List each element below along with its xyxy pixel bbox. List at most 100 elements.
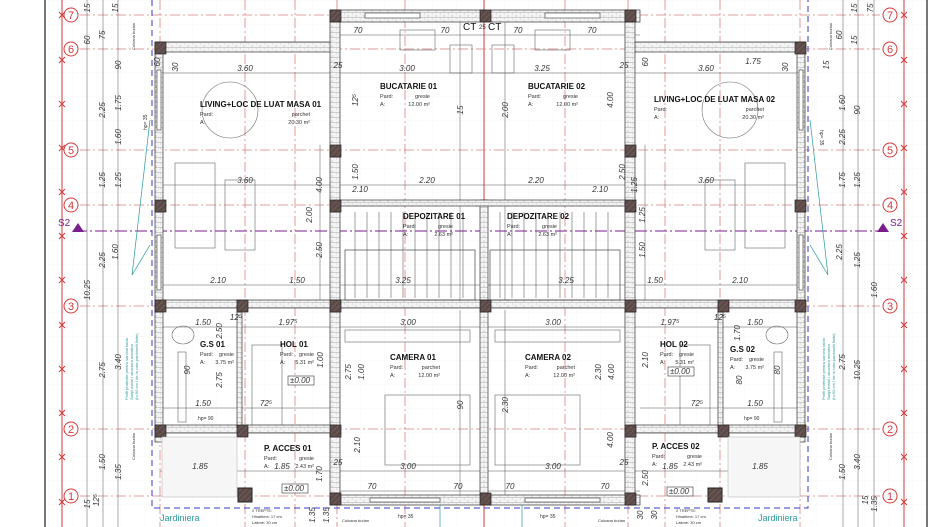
dimension-label: 1.25 [853, 252, 862, 268]
dimension-label: 1.70 [733, 325, 742, 341]
axis-x-mark [58, 56, 66, 64]
axis-x-mark [58, 409, 66, 417]
axis-marker-6: 6 [882, 41, 898, 57]
dimension-label: 1.85 [192, 462, 208, 471]
dimension-label: 72⁵ [260, 399, 273, 408]
dimension-label: 1.35 [308, 507, 317, 523]
planters [161, 436, 801, 498]
dimension-label: 12⁵ [230, 313, 243, 322]
dimension-label: 12⁵ [351, 93, 360, 106]
room-label: LIVING+LOC DE LUAT MASA 01Pard:parchetA:… [200, 100, 322, 126]
downpipe-note: Coloana burlan [828, 433, 833, 460]
room-name: G.S 01 [200, 340, 225, 349]
stairs-riser-note: Hinaltime: 17 cm [252, 514, 282, 519]
axis-marker-5: 5 [882, 142, 898, 158]
room-name: BUCATARIE 02 [528, 82, 586, 91]
dimension-label: 3.00 [400, 462, 416, 471]
dimension-label: 72⁵ [691, 399, 704, 408]
room-area: 5.31 m² [295, 360, 314, 366]
axis-x-mark [900, 409, 908, 417]
column [479, 299, 492, 313]
dimension-label: 70 [368, 482, 377, 491]
floor-label: Pard: [660, 352, 674, 358]
axis-x-mark [58, 276, 66, 284]
axis-x-mark [900, 11, 908, 19]
dimension-label: 1.70 [315, 466, 324, 482]
axis-number: 2 [887, 424, 893, 436]
column [154, 299, 167, 313]
dimension-label: 3.25 [558, 276, 574, 285]
area-label: A: [528, 102, 534, 108]
dimension-label: 1.50 [747, 399, 763, 408]
dimension-label: 90 [853, 105, 862, 114]
area-label: A: [390, 373, 396, 379]
dimension-label: 1.60 [114, 129, 123, 145]
dimension-label: 1.50 [638, 242, 647, 258]
axis-x-mark [58, 188, 66, 196]
axis-circle [63, 7, 79, 23]
dimension-label: 2.25 [98, 102, 107, 119]
axis-x-mark [900, 56, 908, 64]
axis-x-mark [900, 144, 908, 152]
dimension-label: 1.85 [752, 462, 768, 471]
dimension-label: 25 [619, 61, 629, 70]
column [624, 492, 637, 506]
ct-dimension: 25 [479, 25, 486, 31]
dimension-label: 80 [773, 365, 782, 374]
dimension-label: 4.00 [315, 177, 324, 193]
column [479, 9, 492, 23]
axis-circle [63, 488, 79, 504]
dimension-label: 15 [850, 35, 859, 44]
dimension-label: 2.10 [353, 437, 362, 454]
floor-label: Pard: [264, 456, 278, 462]
dimension-label: 75 [98, 30, 107, 39]
area-label: A: [280, 360, 286, 366]
dimension-label: 70 [506, 482, 515, 491]
column [794, 41, 807, 55]
floor-finish: gresie [542, 224, 557, 230]
column [624, 144, 637, 158]
area-label: A: [380, 102, 386, 108]
dimension-label: 3.25 [534, 64, 550, 73]
floor-label: Pard: [200, 112, 214, 118]
ct-label-right: CT [488, 22, 501, 33]
floor-label: Pard: [730, 357, 744, 363]
staircase [344, 212, 621, 301]
stairs-riser-note: Hinaltime: 17 cm [676, 514, 706, 519]
column [624, 424, 637, 438]
dimension-label: 70 [601, 482, 610, 491]
dimension-label: 1.50 [289, 276, 305, 285]
room-area: 2.43 m² [683, 462, 702, 468]
downpipe-note: Coloana burlan [131, 433, 136, 460]
dimension-label: 90 [183, 365, 192, 374]
room-name: HOL 01 [280, 340, 308, 349]
axis-number: 4 [887, 200, 893, 212]
floor-label: Pard: [390, 365, 404, 371]
floor-finish: gresie [687, 454, 702, 460]
room-area: 12.00 m² [418, 373, 440, 379]
dimension-label: 30 [650, 510, 659, 519]
axis-circle [63, 421, 79, 437]
room-area: 12.00 m² [553, 373, 575, 379]
room-area: 12.00 m² [556, 102, 578, 108]
axis-marker-1: 1 [882, 488, 898, 504]
column [624, 199, 637, 213]
area-label: A: [200, 360, 206, 366]
dimension-label: 1.50 [351, 164, 360, 180]
dimension-label: 2.10 [641, 352, 650, 369]
axis-x-mark [58, 498, 66, 506]
sill-height-label: hp= 90 [744, 416, 760, 422]
dimension-label: 25 [619, 458, 629, 467]
room-name: P. ACCES 02 [652, 442, 700, 451]
dimension-label: 2.10 [351, 185, 368, 194]
floor-label: Pard: [200, 352, 214, 358]
dimension-label: 4.00 [606, 92, 615, 108]
section-marker-right [877, 223, 889, 232]
dimension-label: 15 [861, 495, 870, 504]
protection-note: Profil protectie pentru sarcina tabla [124, 337, 129, 400]
dimension-label: 3.40 [114, 354, 123, 370]
room-area: 2.63 m² [538, 232, 557, 238]
column [717, 299, 730, 313]
